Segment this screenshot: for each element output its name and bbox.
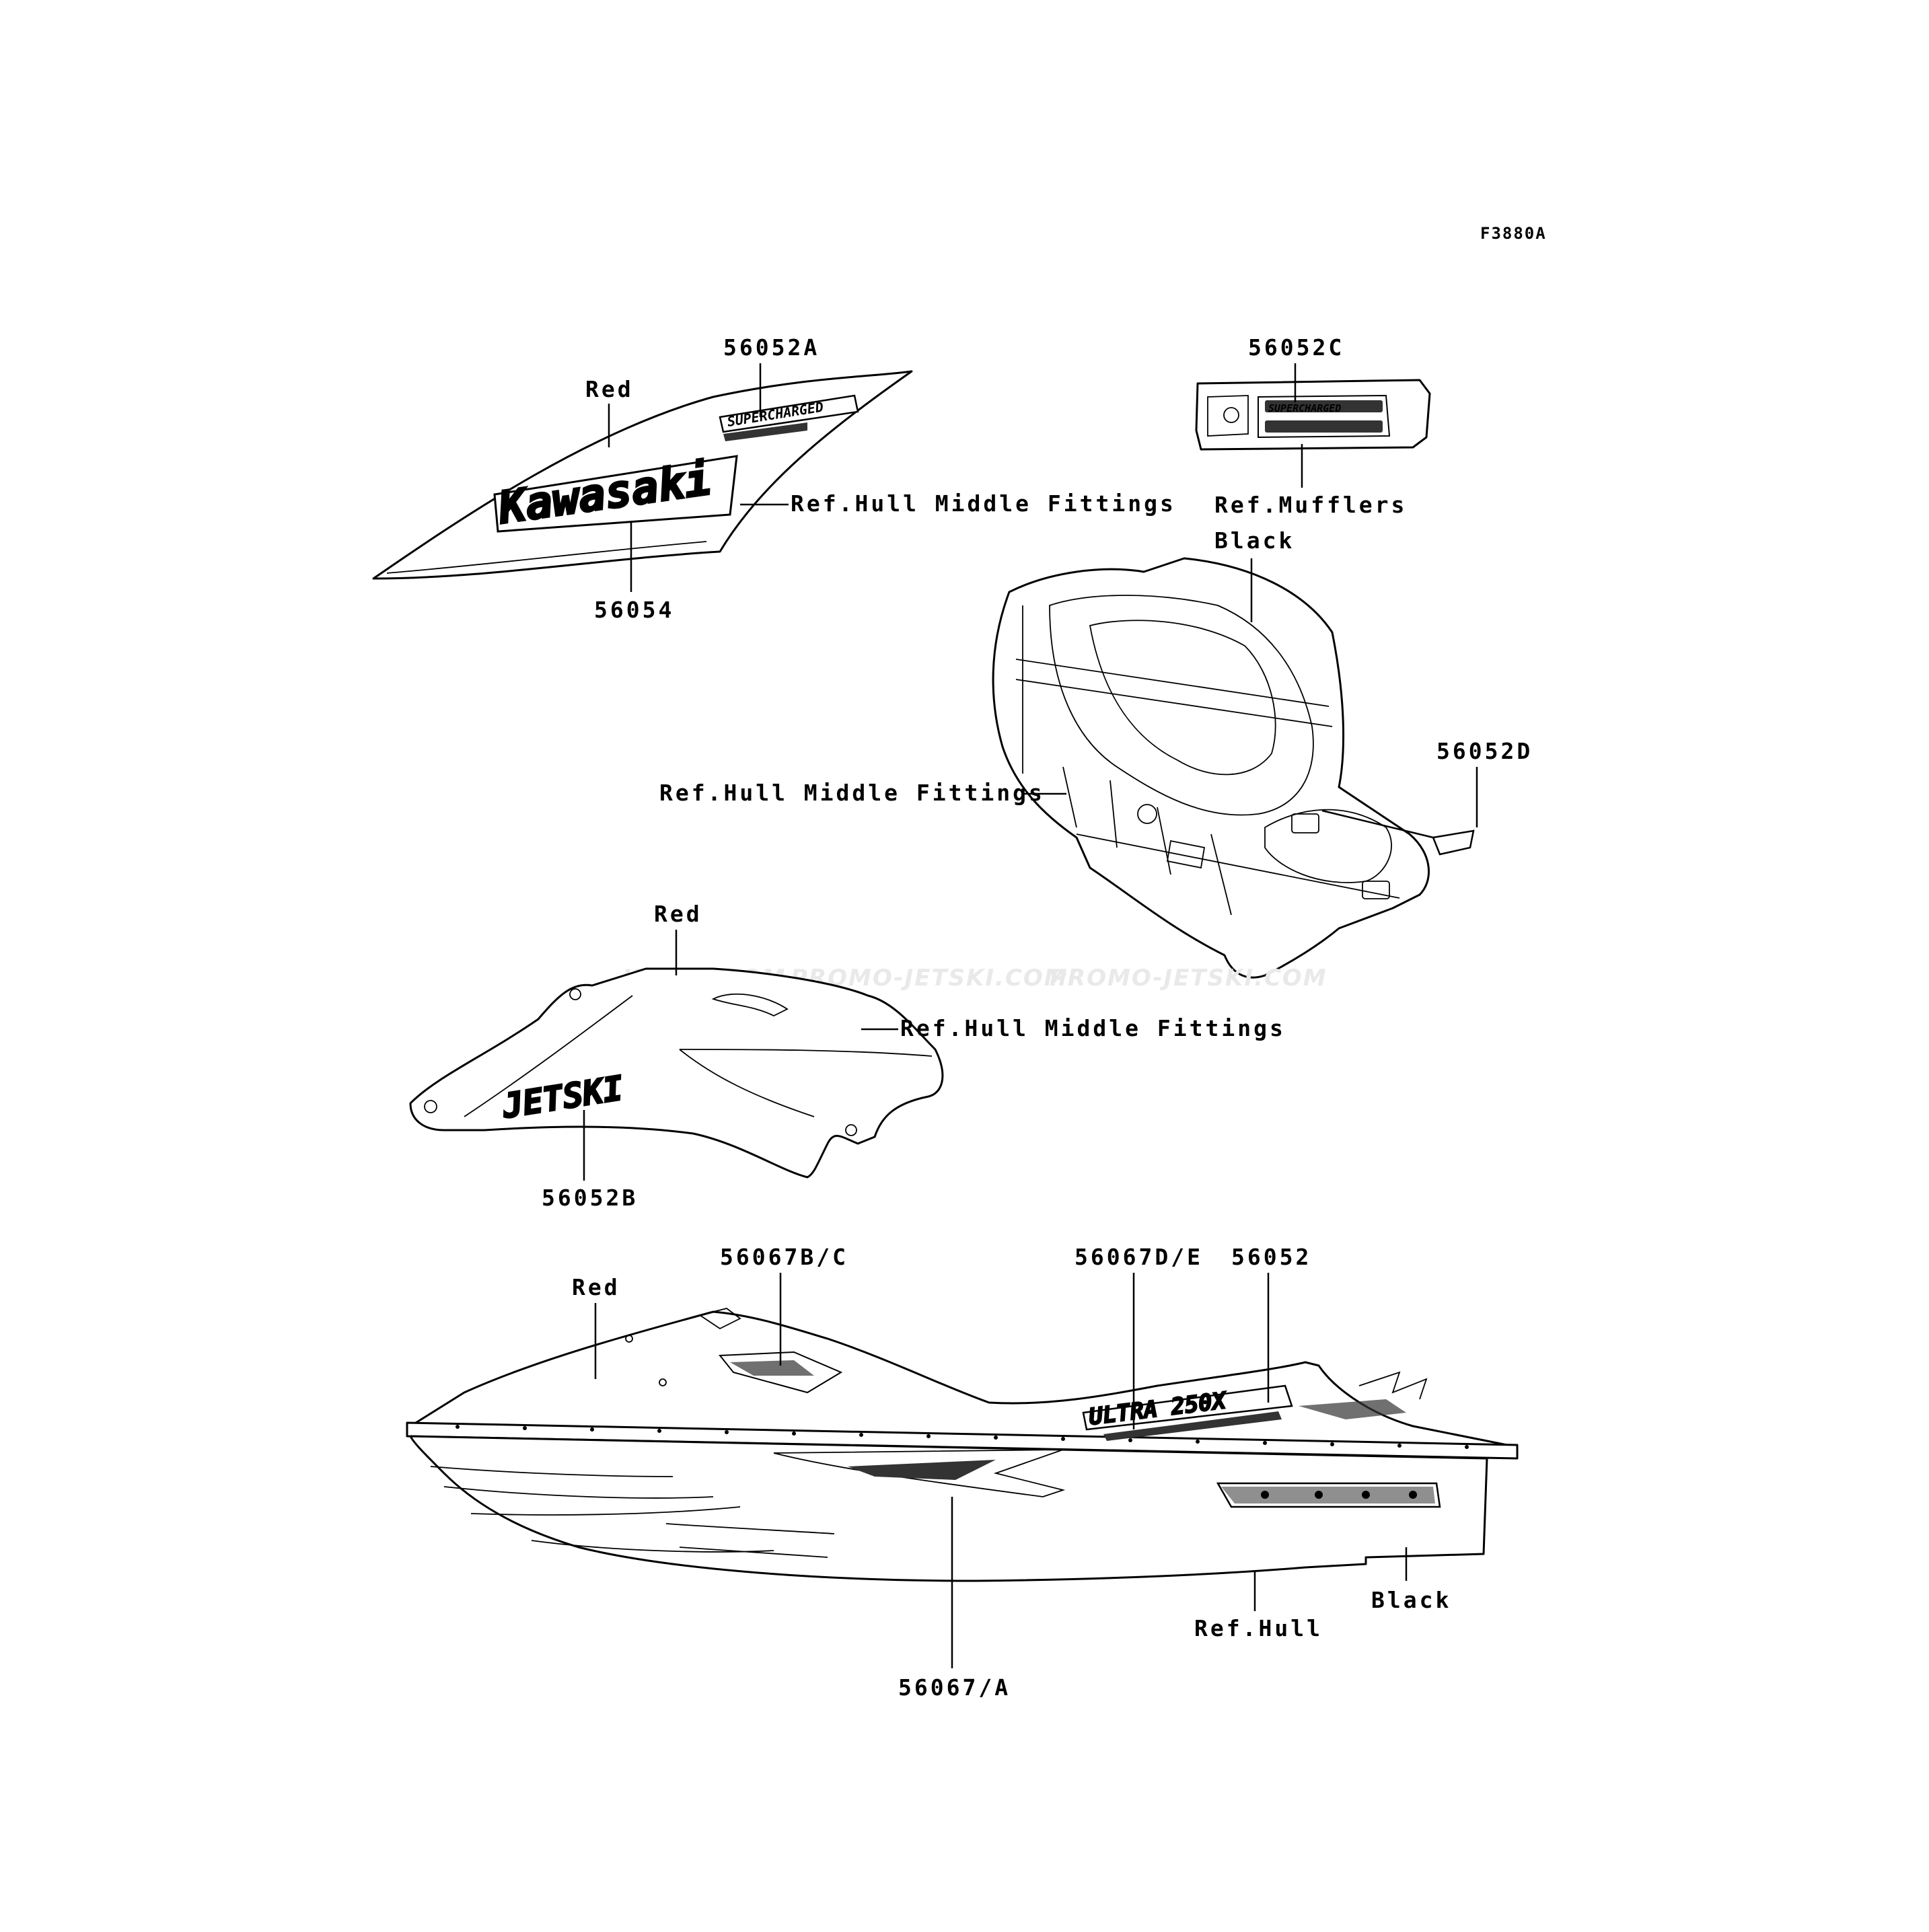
callout-ref-mufflers: Ref.Mufflers: [1214, 492, 1407, 518]
callout-red-1: Red: [585, 376, 634, 402]
callout-red-2: Red: [654, 901, 702, 927]
callout-56052: 56052: [1231, 1244, 1311, 1270]
decal-56067A: [848, 1460, 996, 1480]
deck-hull-part: [992, 557, 1430, 979]
callout-56067DE: 56067D/E: [1075, 1244, 1203, 1270]
callout-black-1: Black: [1214, 527, 1295, 554]
callout-56052D: 56052D: [1436, 738, 1533, 764]
upper-cover-part: Kawasaki SUPERCHARGED: [372, 370, 913, 580]
supercharged-text-c: SUPERCHARGED: [1268, 402, 1341, 414]
muffler-cover-part: SUPERCHARGED: [1195, 379, 1431, 451]
watercraft-side-view: ULTRA 250X: [406, 1308, 1519, 1582]
side-cover-part: JETSKI: [409, 967, 944, 1179]
callout-56054: 56054: [594, 597, 674, 623]
callout-56052B: 56052B: [542, 1185, 638, 1211]
callout-56052A: 56052A: [723, 334, 820, 361]
figure-code: F3880A: [1480, 224, 1547, 243]
callout-ref-hull-middle-3: Ref.Hull Middle Fittings: [900, 1015, 1286, 1041]
callout-56067BC: 56067B/C: [720, 1244, 848, 1270]
decal-56067BC: [730, 1360, 814, 1376]
leader-56052D-to-deck: [1321, 809, 1434, 839]
callout-ref-hull-middle-2: Ref.Hull Middle Fittings: [659, 780, 1045, 806]
callout-56067A: 56067/A: [898, 1674, 1011, 1701]
callout-ref-hull-middle-1: Ref.Hull Middle Fittings: [791, 490, 1176, 517]
watermark-3: PROMO-JETSKI.COM: [1050, 965, 1327, 992]
small-decal-56052D: [1432, 829, 1475, 856]
callout-56052C: 56052C: [1248, 334, 1344, 361]
callout-black-2: Black: [1371, 1587, 1451, 1613]
callout-ref-hull: Ref.Hull: [1194, 1615, 1323, 1641]
gunwale-rivets: [456, 1425, 1469, 1449]
callout-red-3: Red: [572, 1274, 620, 1300]
